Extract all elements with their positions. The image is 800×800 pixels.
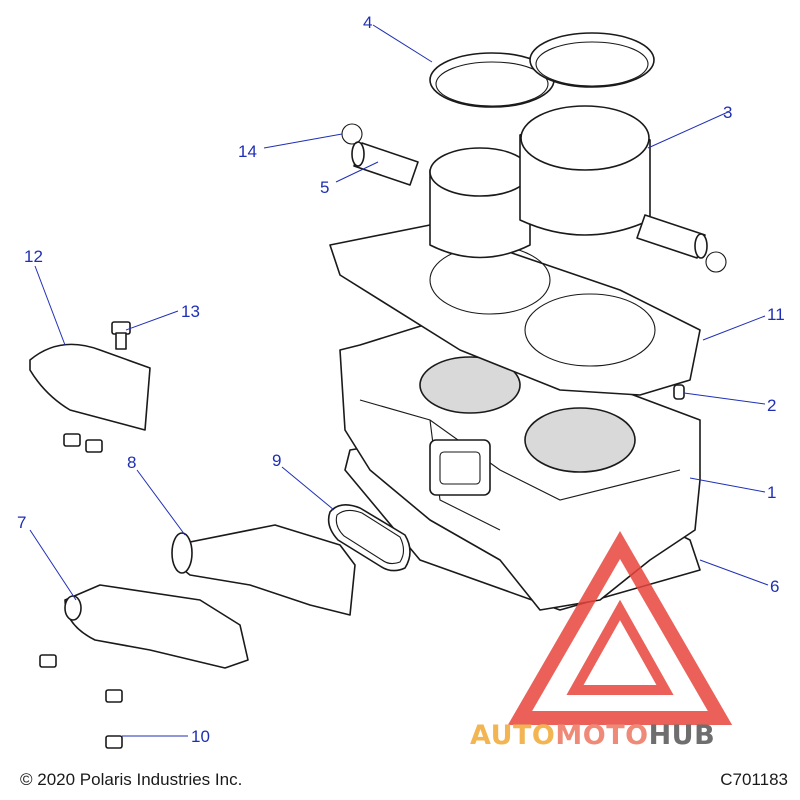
bolts-10 xyxy=(39,654,123,749)
watermark-part-auto: AUTO xyxy=(470,720,556,751)
watermark-part-hub: HUB xyxy=(648,720,716,751)
watermark-text: AUTOMOTOHUB xyxy=(470,720,715,751)
wrist-pins xyxy=(351,141,708,259)
callout-10: 10 xyxy=(191,727,210,746)
callout-11: 11 xyxy=(767,305,785,324)
small-bolts xyxy=(63,433,103,453)
seal-ring xyxy=(327,504,411,572)
watermark-logo xyxy=(507,531,733,725)
leader-lines xyxy=(29,24,769,737)
callout-3: 3 xyxy=(723,103,732,122)
callout-14: 14 xyxy=(238,142,257,161)
callout-13: 13 xyxy=(181,302,200,321)
outlet-housing xyxy=(64,584,249,669)
copyright-notice: © 2020 Polaris Industries Inc. xyxy=(20,770,243,789)
callout-6: 6 xyxy=(770,577,779,596)
head-gasket xyxy=(329,224,701,396)
callout-12: 12 xyxy=(24,247,43,266)
drawing-number: C701183 xyxy=(720,770,788,789)
callout-8: 8 xyxy=(127,453,136,472)
callout-9: 9 xyxy=(272,451,281,470)
piston-rings xyxy=(429,32,655,108)
intake-elbow xyxy=(171,524,356,616)
watermark-part-moto: MOTO xyxy=(555,720,649,751)
pistons xyxy=(429,105,651,259)
callout-7: 7 xyxy=(17,513,26,532)
heat-shield xyxy=(29,343,151,431)
bolt xyxy=(111,321,131,350)
callout-4: 4 xyxy=(363,13,372,32)
callout-5: 5 xyxy=(320,178,329,197)
callout-2: 2 xyxy=(767,396,776,415)
callout-1: 1 xyxy=(767,483,776,502)
dowel-pin xyxy=(673,384,685,400)
